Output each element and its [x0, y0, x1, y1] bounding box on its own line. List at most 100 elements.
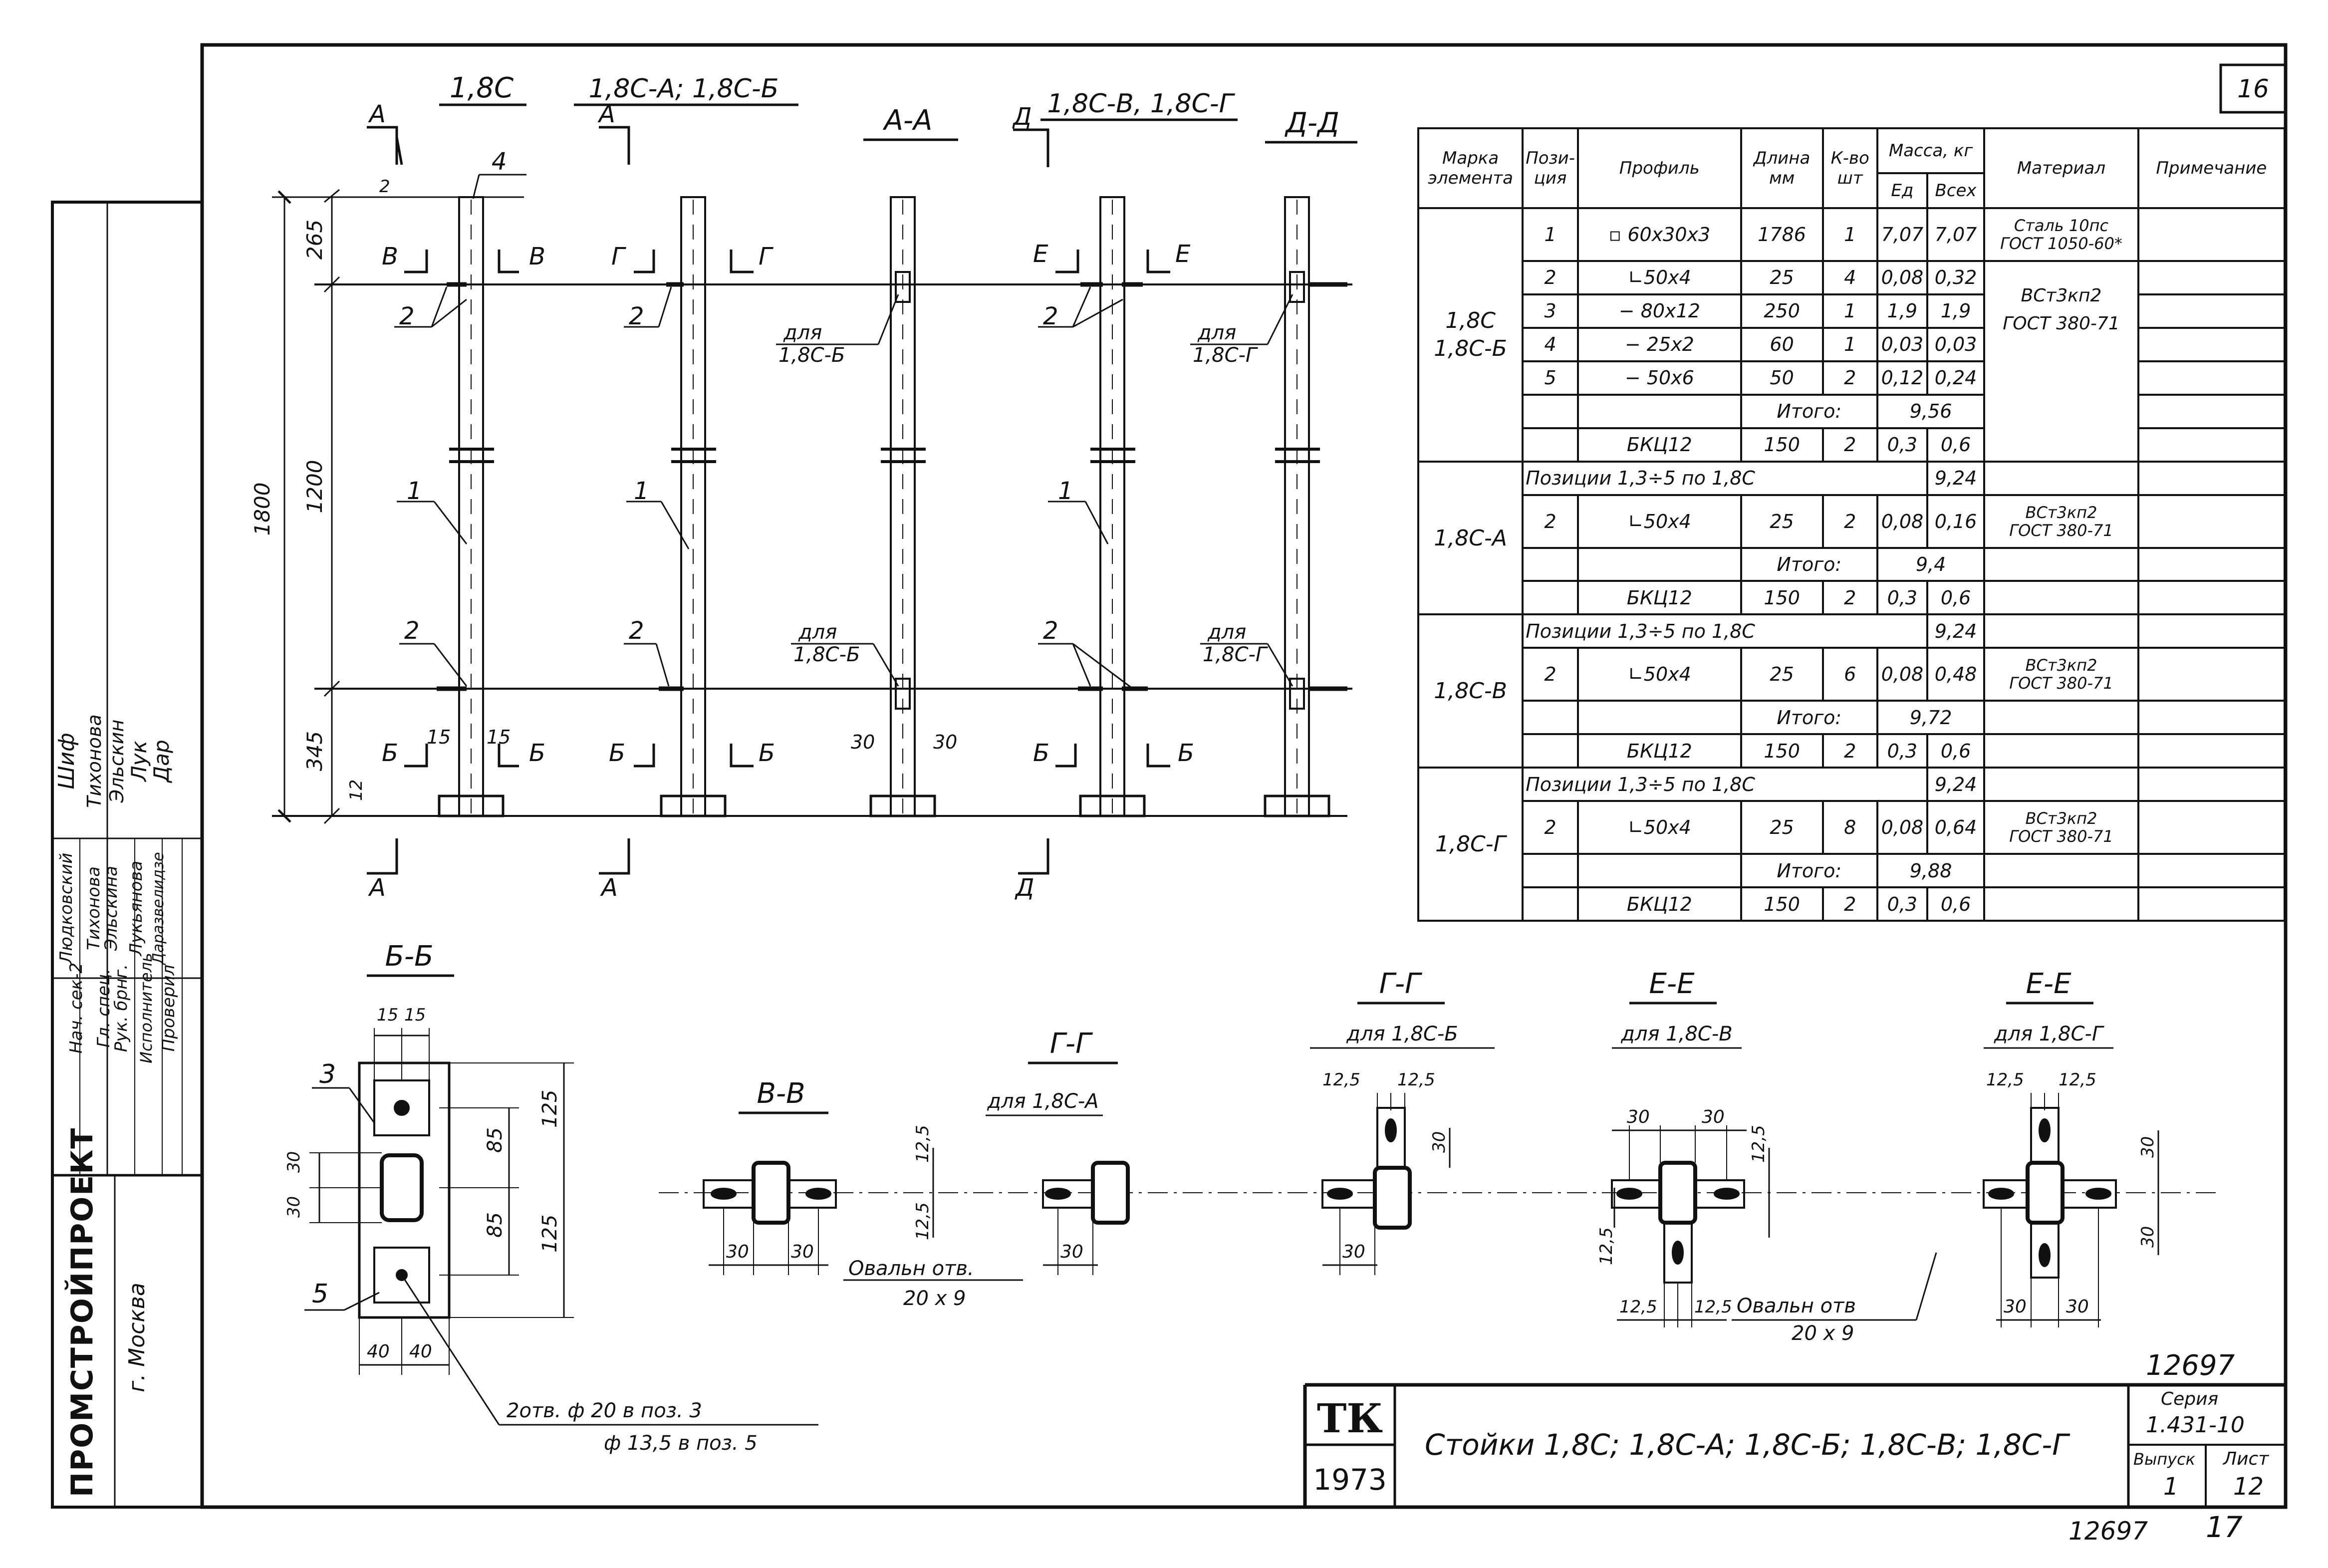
dim-15-a: 15 — [427, 726, 451, 748]
cell: 4 — [1821, 260, 1878, 295]
elevation-position-labels: 4 2 1 2 2 1 2 2 1 2 для 1,8С-Б для 1,8С-… — [394, 148, 1293, 753]
note-cell — [2137, 853, 2286, 889]
bb-85-a: 85 — [484, 1127, 507, 1153]
cell — [1522, 700, 1579, 736]
cell: 1,9 — [1876, 293, 1928, 329]
stamp-sign-4: Дар — [149, 740, 174, 783]
dim-15-b: 15 — [487, 726, 511, 748]
note-for-b-top-2: 1,8С-Б — [778, 344, 845, 367]
pos-2-f: 2 — [1043, 617, 1058, 645]
note-cell — [2137, 460, 2286, 496]
cell: 3 — [1522, 293, 1579, 329]
cell: 9,24 — [1926, 767, 1986, 802]
cut-v-right: В — [529, 243, 545, 270]
table-row: Итого: 9,88 — [1418, 853, 2286, 889]
total-value: 9,4 — [1876, 546, 1986, 582]
tb-title: Стойки 1,8С; 1,8С-А; 1,8С-Б; 1,8С-В; 1,8… — [1425, 1428, 2070, 1462]
note-cell — [2137, 207, 2286, 262]
ref-cell: Позиции 1,3÷5 по 1,8С — [1522, 613, 1928, 649]
bb-30-b: 30 — [284, 1196, 304, 1218]
note-for-g-top-2: 1,8С-Г — [1193, 344, 1258, 367]
cell — [1522, 853, 1579, 889]
bb-40-a: 40 — [367, 1341, 390, 1362]
column-section-d-d — [1264, 196, 1347, 817]
g2-mark: 1,8С-А — [1417, 460, 1524, 616]
cell: 6 — [1821, 647, 1878, 702]
cell: 25 — [1740, 647, 1824, 702]
stamp-name-3: Лукьянова — [126, 860, 146, 956]
cell: 7,07 — [1876, 207, 1928, 262]
side-stamp — [51, 201, 204, 1509]
ref-cell: Позиции 1,3÷5 по 1,8С — [1522, 460, 1928, 496]
cell: 25 — [1740, 800, 1824, 855]
cell — [1577, 393, 1742, 429]
header-1-8c: 1,8С — [450, 72, 514, 104]
cell: 0,16 — [1926, 494, 1986, 549]
ggb-12-a: 12,5 — [1322, 1070, 1360, 1090]
cell — [1522, 580, 1579, 616]
cut-g-right: Г — [759, 243, 774, 270]
pos-2-d: 2 — [629, 617, 644, 645]
cell: 2 — [1522, 260, 1579, 295]
cell: 9,24 — [1926, 460, 1986, 496]
pos-1-a: 1 — [407, 477, 422, 505]
th-mass-total: Всех — [1926, 172, 1986, 209]
section-e-e-v-title: Е-Е — [1649, 968, 1695, 1000]
cell: 1,9 — [1926, 293, 1986, 329]
stamp-city: г. Москва — [124, 1283, 150, 1392]
bb-15-a: 15 — [377, 1005, 398, 1025]
page-number-box: 16 — [2219, 63, 2287, 114]
stamp-sign-0: Шиф — [54, 733, 79, 789]
table-row: БКЦ12 150 2 0,3 0,6 — [1418, 886, 2286, 922]
cut-b-6: Б — [1178, 739, 1194, 767]
bb-pos-5: 5 — [312, 1279, 328, 1309]
cell: 0,08 — [1876, 494, 1928, 549]
stamp-org: ПРОМСТРОЙПРОЕКТ — [65, 1127, 100, 1497]
cell: 150 — [1740, 580, 1824, 616]
cell: 25 — [1740, 494, 1824, 549]
inventory-top: 12697 — [2146, 1349, 2235, 1382]
eeg-30-d: 30 — [2066, 1297, 2089, 1317]
note-for-b-bot: для — [798, 621, 837, 644]
pos-2-c: 2 — [629, 302, 644, 330]
table-row: 1,8С 1,8С-Б 1 ▫ 60х30х3 1786 1 7,07 7,07… — [1417, 207, 2286, 463]
note-cell — [2137, 886, 2286, 922]
table-row: БКЦ12 150 2 0,3 0,6 — [1418, 580, 2286, 616]
total-label: Итого: — [1740, 546, 1878, 582]
section-v-v: В-В 30 30 Овальн отв. 20 х 9 — [703, 1077, 1023, 1310]
eeg-12-a: 12,5 — [1986, 1070, 2024, 1090]
cell: 150 — [1740, 427, 1824, 463]
cell: 25 — [1740, 260, 1824, 295]
cell: 9,24 — [1926, 613, 1986, 649]
cell: 1 — [1821, 326, 1878, 362]
cell: ∟50х4 — [1577, 800, 1742, 855]
section-g-g-b-sub: для 1,8С-Б — [1346, 1023, 1458, 1045]
pos-4: 4 — [492, 148, 507, 176]
cell — [1983, 546, 2139, 582]
cell — [1983, 460, 2139, 496]
note-cell — [2137, 647, 2286, 702]
section-e-e-v-sub: для 1,8С-В — [1620, 1023, 1732, 1045]
cell — [1522, 886, 1579, 922]
pos-2-b: 2 — [404, 617, 420, 645]
cell: ∟50х4 — [1577, 494, 1742, 549]
cell — [1522, 546, 1579, 582]
cell: 0,3 — [1876, 427, 1928, 463]
dim-12: 12 — [346, 780, 366, 801]
cut-e-left: Е — [1033, 240, 1048, 268]
table-row: Итого: 9,56 — [1418, 393, 2286, 429]
note-cell — [2137, 580, 2286, 616]
total-value: 9,56 — [1876, 393, 1986, 429]
cut-a-top-1: А — [368, 100, 386, 128]
section-e-e-g: Е-Е для 1,8С-Г 12,5 12,5 30 30 30 30 — [1983, 968, 2159, 1327]
note-cell — [2137, 700, 2286, 736]
cell: 1 — [1522, 207, 1579, 262]
tb-issue-label: Выпуск — [2133, 1450, 2196, 1469]
